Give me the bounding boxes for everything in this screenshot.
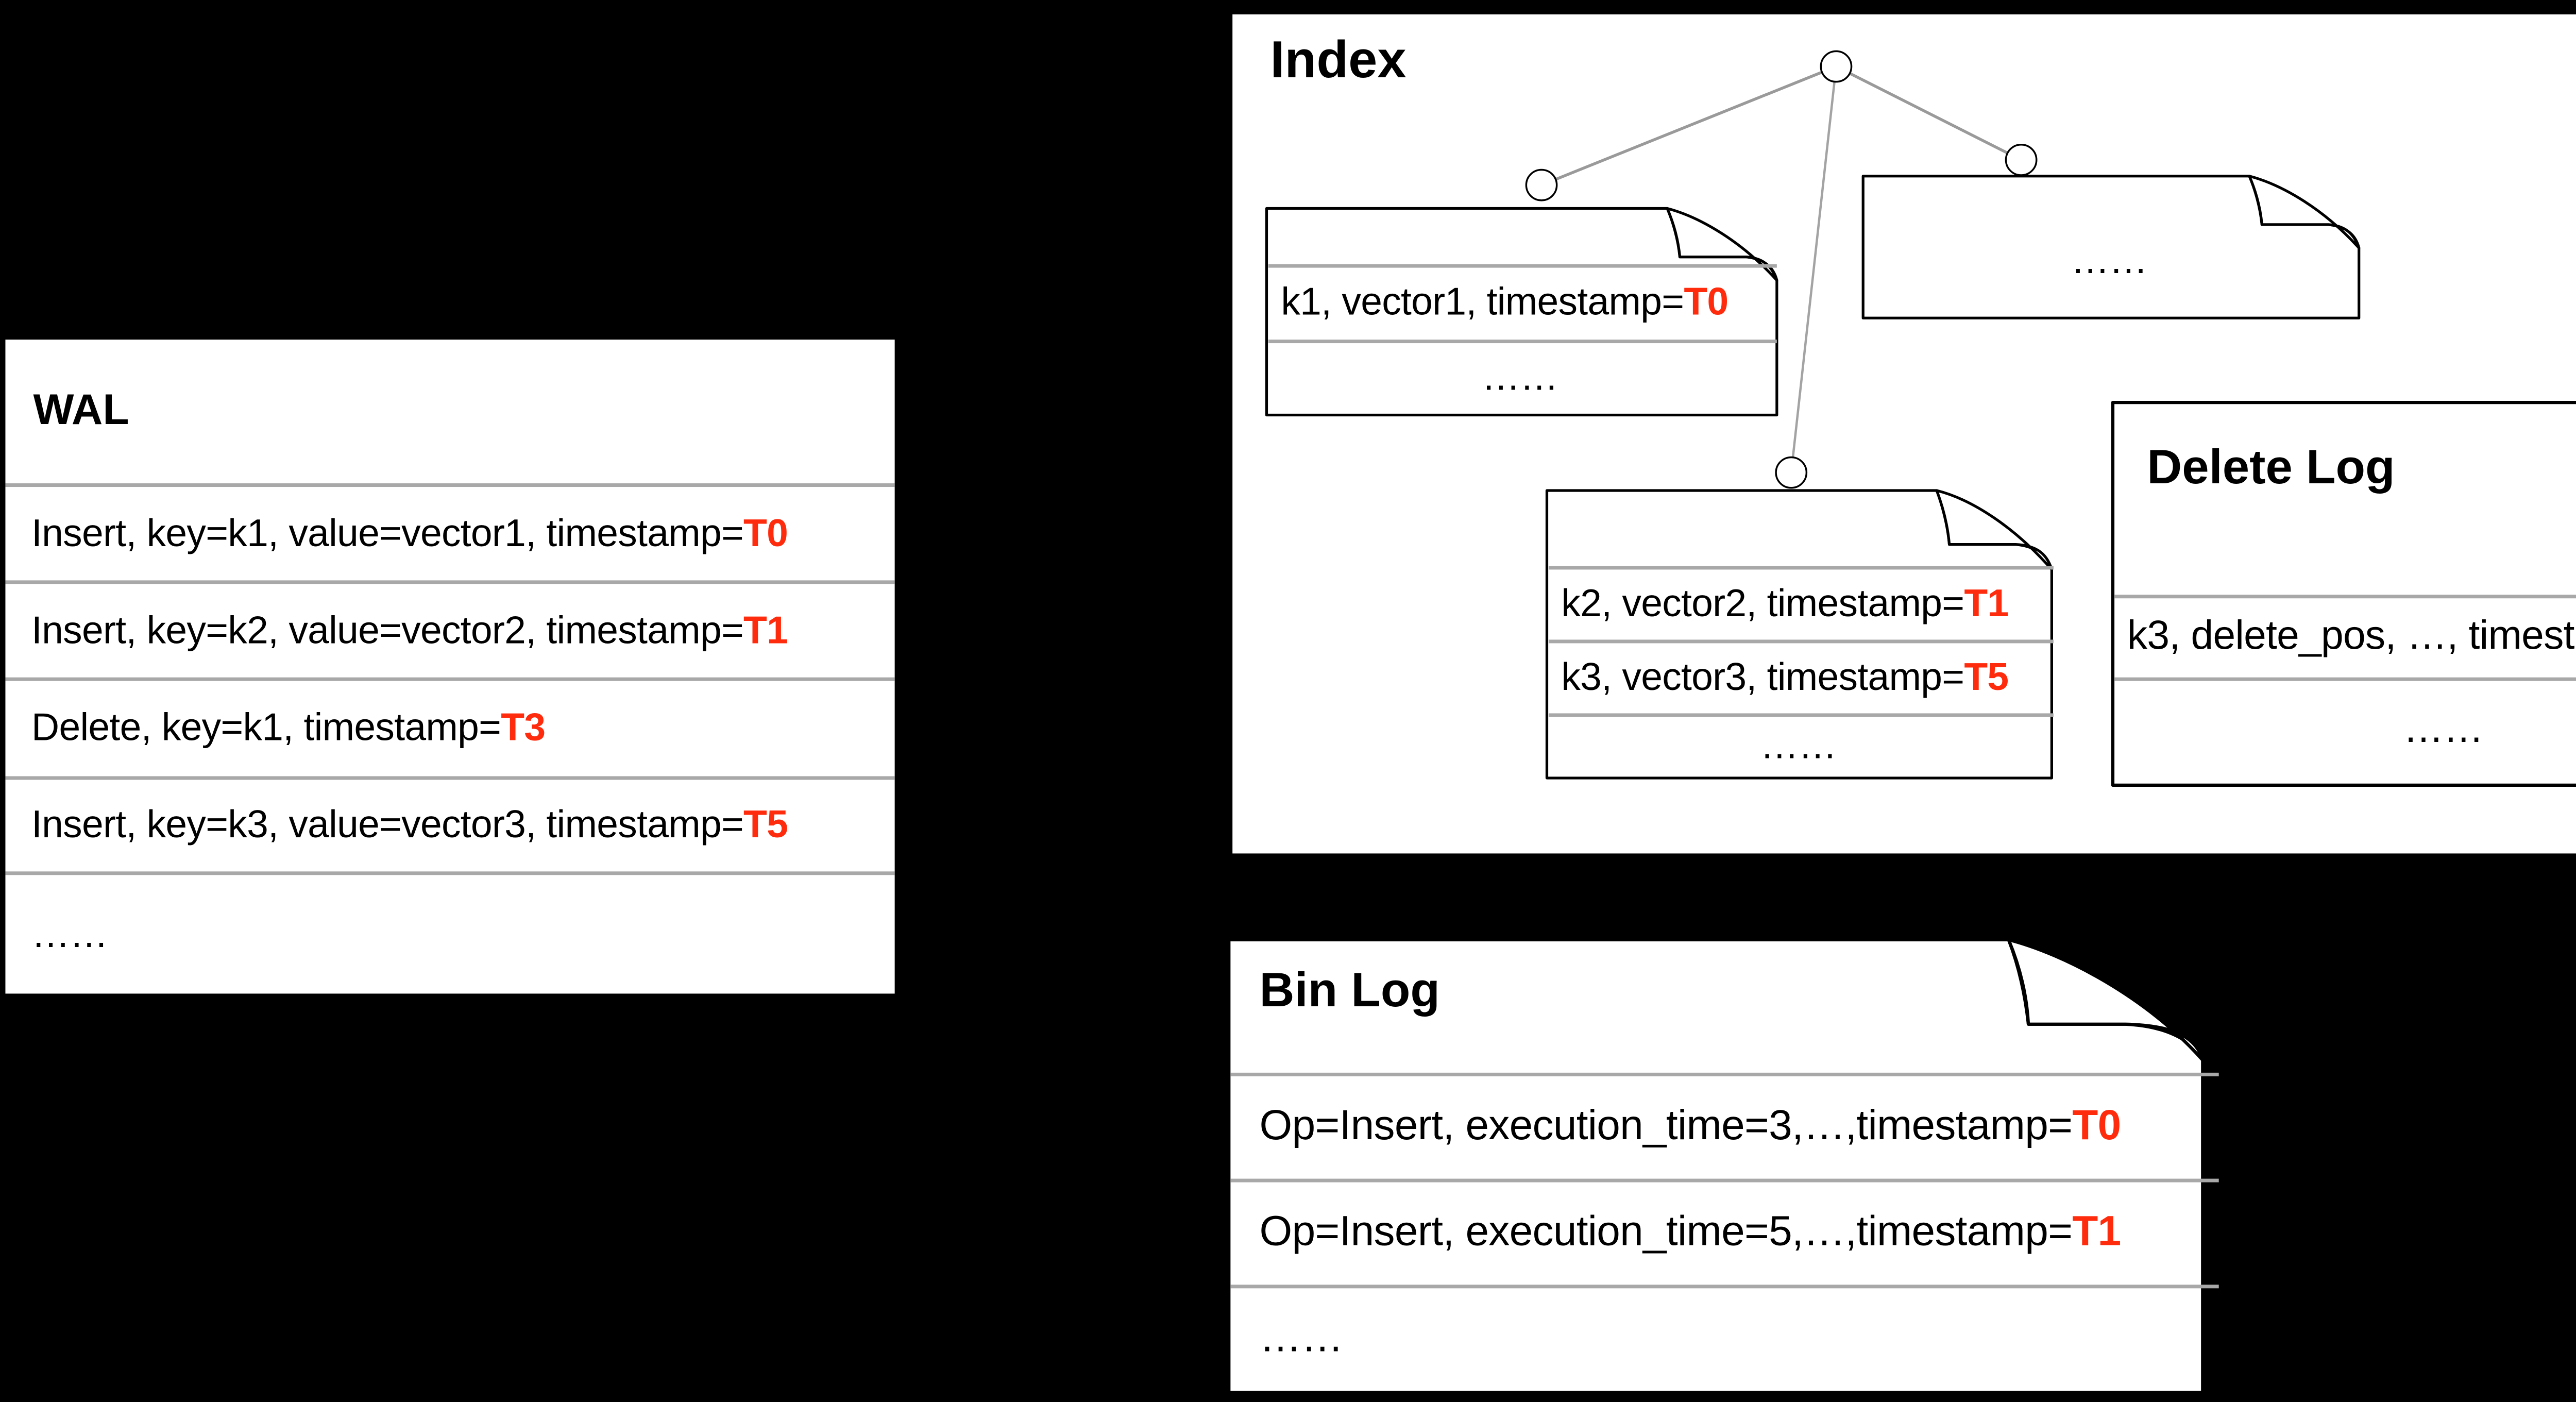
document-icon xyxy=(2111,400,2576,787)
timestamp-value: T5 xyxy=(1964,655,2009,698)
wal-table: WAL Insert, key=k1, value=vector1, times… xyxy=(4,340,895,994)
folded-corner-icon xyxy=(2007,938,2205,1062)
segment-row-text: k2, vector2, timestamp= xyxy=(1561,581,1964,624)
timestamp-value: T0 xyxy=(2072,1101,2121,1148)
delete-log-title: Delete Log xyxy=(2147,440,2395,494)
tree-node-icon xyxy=(1774,455,1808,489)
wal-row: Insert, key=k3, value=vector3, timestamp… xyxy=(4,776,895,871)
timestamp-value: T1 xyxy=(1964,581,2009,624)
ellipsis-text: …… xyxy=(2071,238,2148,281)
tree-edge-left xyxy=(1540,65,1837,187)
wal-row-text: Insert, key=k2, value=vector2, timestamp… xyxy=(31,608,744,652)
index-title: Index xyxy=(1270,32,1406,90)
index-segment-file: k2, vector2, timestamp=T1 k3, vector3, t… xyxy=(1545,489,2055,780)
segment-row-text: k3, vector3, timestamp= xyxy=(1561,655,1964,698)
segment-row-text: k1, vector1, timestamp= xyxy=(1281,280,1684,324)
delete-log-file: Delete Log k3, delete_pos, …, timestamp=… xyxy=(2111,400,2576,787)
segment-row: k2, vector2, timestamp=T1 xyxy=(1545,568,2052,639)
wal-row: Insert, key=k1, value=vector1, timestamp… xyxy=(4,483,895,580)
timestamp-value: T0 xyxy=(743,511,788,554)
wal-row: Delete, key=k1, timestamp=T3 xyxy=(4,677,895,776)
ellipsis-text: …… xyxy=(31,911,108,955)
bin-log-row-ellipsis: …… xyxy=(1227,1287,2217,1387)
segment-row-ellipsis: …… xyxy=(1861,214,2357,307)
timestamp-value: T1 xyxy=(2072,1207,2121,1255)
timestamp-value: T0 xyxy=(1684,280,1728,324)
folded-corner-icon xyxy=(1935,489,2053,571)
bin-log-file: Bin Log Op=Insert, execution_time=3,…,ti… xyxy=(1227,938,2221,1394)
document-icon xyxy=(1545,489,2053,780)
tree-edge-right xyxy=(1835,65,2022,161)
tree-root-node-icon xyxy=(1819,49,1853,83)
wal-title: WAL xyxy=(33,386,129,435)
segment-row-ellipsis: …… xyxy=(1545,715,2052,776)
document-icon xyxy=(1227,938,2205,1394)
tree-node-icon xyxy=(1524,168,1558,202)
ellipsis-text: …… xyxy=(2403,706,2484,751)
wal-row-text: Insert, key=k1, value=vector1, timestamp… xyxy=(31,511,744,554)
bin-log-row-text: Op=Insert, execution_time=5,…,timestamp= xyxy=(1259,1207,2073,1255)
index-panel: Index k1, vector1, timestamp=T0 …… xyxy=(1232,14,2576,854)
bin-log-row: Op=Insert, execution_time=5,…,timestamp=… xyxy=(1227,1180,2217,1283)
folded-corner-icon xyxy=(2248,175,2361,249)
document-icon xyxy=(1265,207,1778,417)
bin-log-row: Op=Insert, execution_time=3,…,timestamp=… xyxy=(1227,1074,2217,1177)
tree-edge-middle xyxy=(1790,66,1838,473)
document-icon xyxy=(1861,175,2361,319)
tree-node-icon xyxy=(2004,143,2038,177)
ellipsis-text: …… xyxy=(1760,723,1837,767)
delete-log-row: k3, delete_pos, …, timestamp=T3 xyxy=(2111,597,2576,675)
segment-row: k1, vector1, timestamp=T0 xyxy=(1265,266,1775,340)
delete-log-row-text: k3, delete_pos, …, timestamp= xyxy=(2127,613,2576,658)
delete-log-row-ellipsis: …… xyxy=(2111,679,2576,780)
segment-row: k3, vector3, timestamp=T5 xyxy=(1545,641,2052,713)
timestamp-value: T3 xyxy=(501,706,546,750)
wal-row: Insert, key=k2, value=vector2, timestamp… xyxy=(4,580,895,677)
wal-row-ellipsis: …… xyxy=(4,871,895,993)
index-segment-file: k1, vector1, timestamp=T0 …… xyxy=(1265,207,1778,417)
tree-edges xyxy=(1540,65,2022,473)
ellipsis-text: …… xyxy=(1481,354,1558,398)
bin-log-row-text: Op=Insert, execution_time=3,…,timestamp= xyxy=(1259,1101,2073,1148)
wal-row-text: Insert, key=k3, value=vector3, timestamp… xyxy=(31,803,744,847)
timestamp-value: T1 xyxy=(743,608,788,652)
segment-row-ellipsis: …… xyxy=(1265,342,1775,413)
timestamp-value: T5 xyxy=(743,803,788,847)
ellipsis-text: …… xyxy=(1259,1312,1344,1360)
index-segment-file: …… xyxy=(1861,174,2361,319)
wal-row-text: Delete, key=k1, timestamp= xyxy=(31,706,501,750)
bin-log-title: Bin Log xyxy=(1259,963,1440,1017)
folded-corner-icon xyxy=(1666,207,1778,282)
